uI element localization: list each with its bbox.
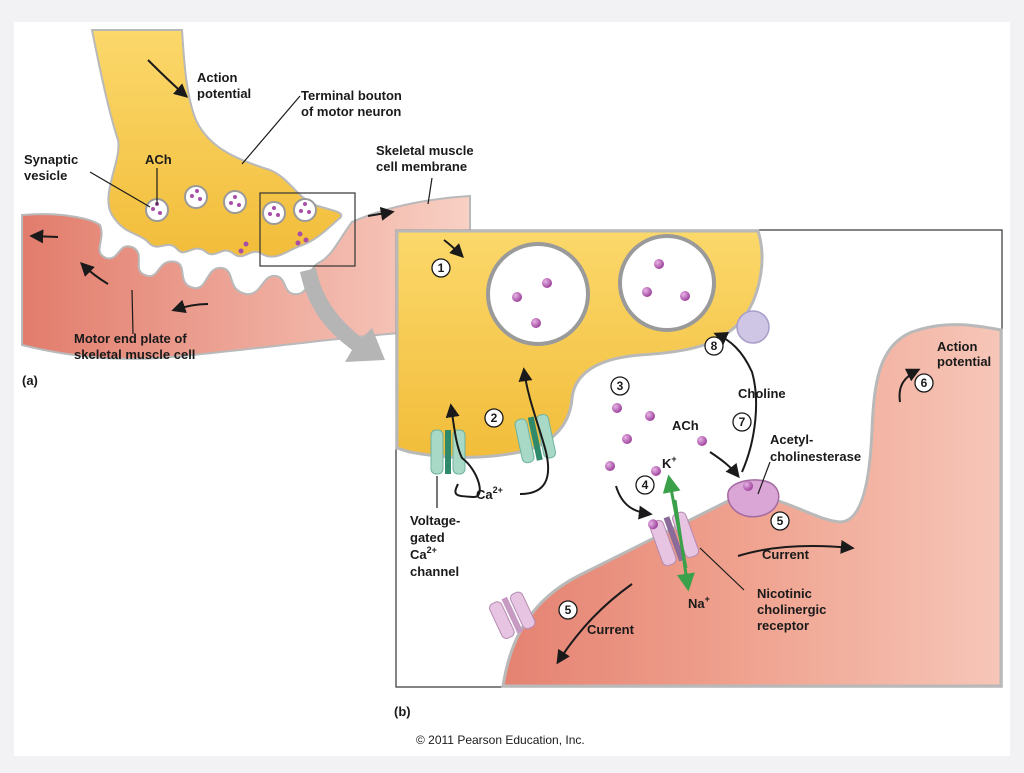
current-arrow-right	[737, 539, 855, 557]
label-ach-a: ACh	[145, 152, 172, 167]
muscle-ap-arrow-right	[367, 206, 395, 221]
na-arrow	[673, 499, 695, 592]
svg-text:1: 1	[438, 261, 445, 275]
label-voltage-gated-channel: Voltage- gated Ca2+ channel	[410, 513, 464, 579]
step-5-left: 5	[558, 600, 578, 620]
svg-text:2: 2	[491, 411, 498, 425]
ca-flow-arrow-1	[445, 403, 481, 499]
svg-text:4: 4	[642, 478, 649, 492]
copyright-credit: © 2011 Pearson Education, Inc.	[416, 733, 585, 747]
label-current-right: Current	[762, 547, 810, 562]
nicotinic-receptor	[647, 511, 700, 567]
muscle-current-arrow-left	[80, 262, 109, 285]
label-ach-b: ACh	[672, 418, 699, 433]
zoom-arrow	[300, 268, 385, 362]
muscle-current-arrow-bottom	[171, 299, 209, 314]
panel-b-label: (b)	[394, 704, 411, 719]
label-ca-ion: Ca2+	[476, 485, 503, 502]
label-na-ion: Na+	[688, 594, 710, 611]
step-7: 7	[732, 412, 752, 432]
vesicles-b	[486, 234, 716, 346]
muscle-ap-arrow-left	[29, 229, 59, 244]
current-arrow-left	[556, 583, 633, 665]
ach-bind-arrow	[615, 485, 653, 520]
skeletal-muscle-cell	[21, 194, 471, 360]
step-markers: 1 2 3 4 5 5 6 7 8	[431, 258, 934, 620]
muscle-ap-arrow-b	[898, 368, 921, 403]
label-current-left: Current	[587, 622, 635, 637]
label-acetylcholinesterase: Acetyl-cholinesterase	[770, 432, 861, 464]
nicotinic-receptor-2	[489, 591, 536, 639]
panel-b: 1 2 3 4 5 5 6 7 8 ACh Choline Acetyl-cho…	[394, 229, 1003, 719]
zoom-box	[259, 192, 356, 267]
step-5-right: 5	[770, 511, 790, 531]
label-k-ion: K+	[662, 454, 677, 471]
svg-text:5: 5	[565, 603, 572, 617]
step-6: 6	[914, 373, 934, 393]
choline-molecule	[736, 310, 770, 344]
label-choline: Choline	[738, 386, 786, 401]
step-3: 3	[610, 376, 630, 396]
action-potential-arrow	[147, 59, 189, 98]
step-4: 4	[635, 475, 655, 495]
acetylcholinesterase-enzyme	[727, 479, 780, 518]
svg-text:5: 5	[777, 514, 784, 528]
voltage-gated-ca-channel-2	[514, 413, 557, 464]
panel-a-label: (a)	[22, 373, 38, 388]
svg-text:7: 7	[739, 415, 746, 429]
ach-to-enzyme-arrow	[709, 451, 740, 479]
ca-flow-arrow-2	[518, 367, 550, 495]
step-8: 8	[704, 336, 724, 356]
step-1: 1	[431, 258, 451, 278]
choline-uptake-arrow	[713, 331, 758, 473]
ach-molecules	[512, 259, 707, 476]
svg-text:3: 3	[617, 379, 624, 393]
ap-arrow-1	[443, 239, 464, 258]
svg-text:8: 8	[711, 339, 718, 353]
step-2: 2	[484, 408, 504, 428]
svg-text:6: 6	[921, 376, 928, 390]
synaptic-vesicles	[145, 185, 317, 254]
